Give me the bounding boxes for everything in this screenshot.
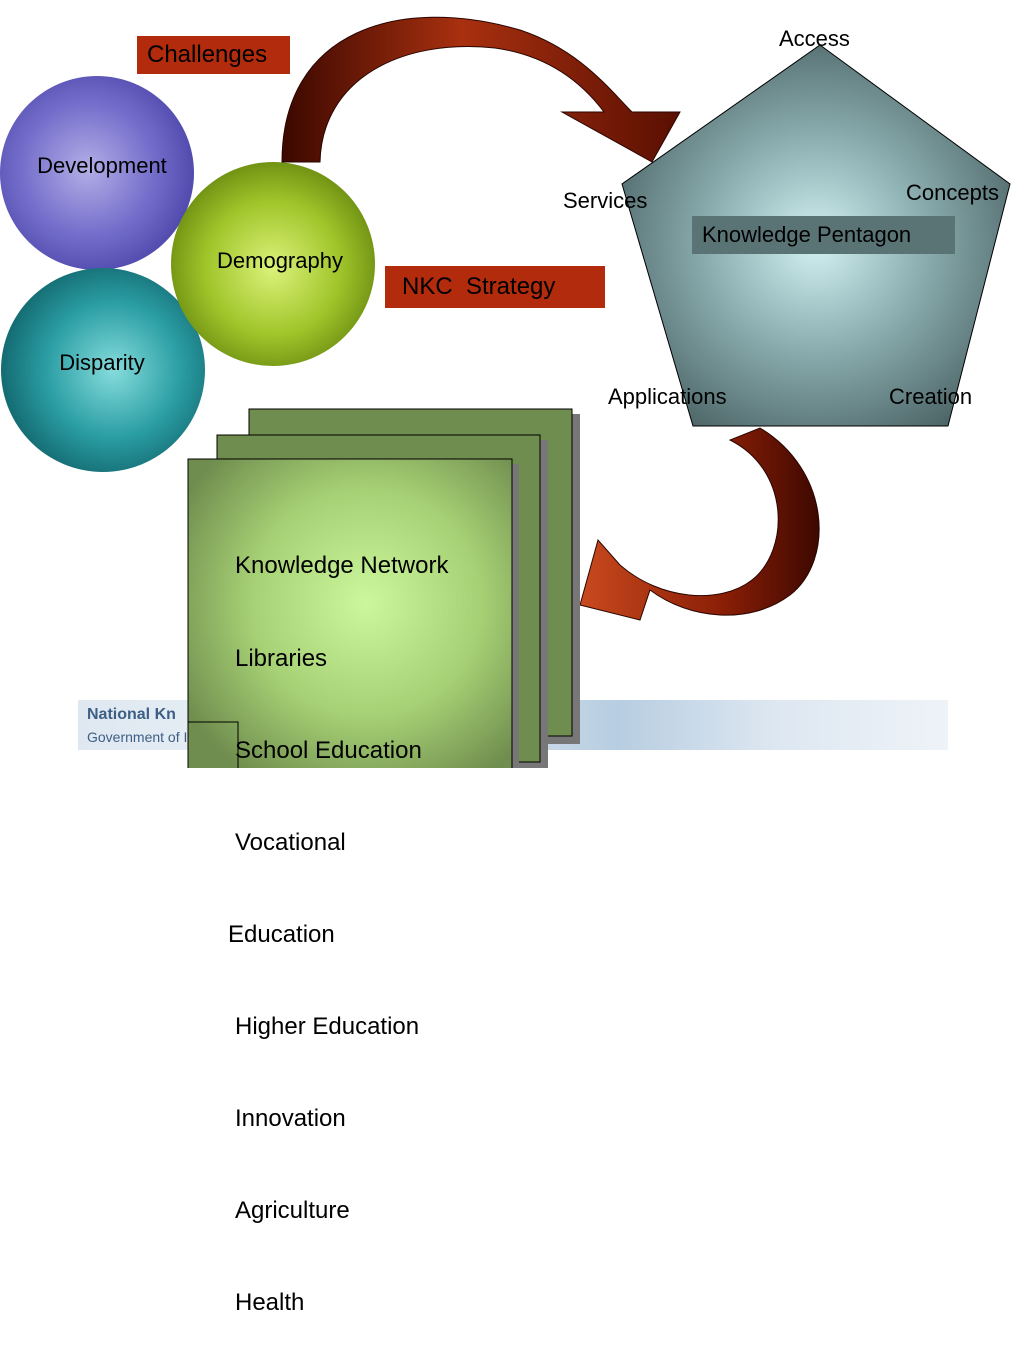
development-circle <box>0 76 194 270</box>
knowledge-diagram <box>0 16 1011 768</box>
pentagon-services-label: Services <box>563 188 648 213</box>
challenges-label: Challenges <box>137 36 290 74</box>
development-label: Development <box>37 153 167 178</box>
initiative-item: Vocational <box>235 828 346 856</box>
disparity-circle <box>1 268 205 472</box>
knowledge-pentagon-label: Knowledge Pentagon <box>692 216 955 254</box>
initiative-item: Libraries <box>235 644 328 672</box>
arrow-to-initiatives <box>579 427 820 621</box>
initiative-item: Agriculture <box>235 1197 350 1225</box>
footer-government: Government of In <box>87 729 196 745</box>
demography-label: Demography <box>217 248 343 273</box>
initiative-item: Health <box>235 1289 305 1317</box>
initiative-item: Knowledge Network <box>235 552 449 580</box>
initiative-item: Education <box>228 920 335 948</box>
pentagon-creation-label: Creation <box>889 384 973 409</box>
nkc-strategy-label: NKC Strategy <box>385 266 605 308</box>
disparity-label: Disparity <box>59 350 145 375</box>
initiative-list: Knowledge Network Libraries School Educa… <box>190 490 510 1350</box>
pentagon-access-label: Access <box>779 26 850 51</box>
initiative-card-front <box>187 458 519 768</box>
arrow-to-pentagon <box>281 16 681 163</box>
initiative-item: Innovation <box>235 1105 346 1133</box>
footer-organization: National Kn <box>87 706 176 723</box>
pentagon-applications-label: Applications <box>608 384 727 409</box>
pentagon-concepts-label: Concepts <box>906 180 999 205</box>
initiative-item: Higher Education <box>235 1012 420 1040</box>
initiative-item: School Education <box>235 736 422 764</box>
demography-circle <box>171 162 375 366</box>
